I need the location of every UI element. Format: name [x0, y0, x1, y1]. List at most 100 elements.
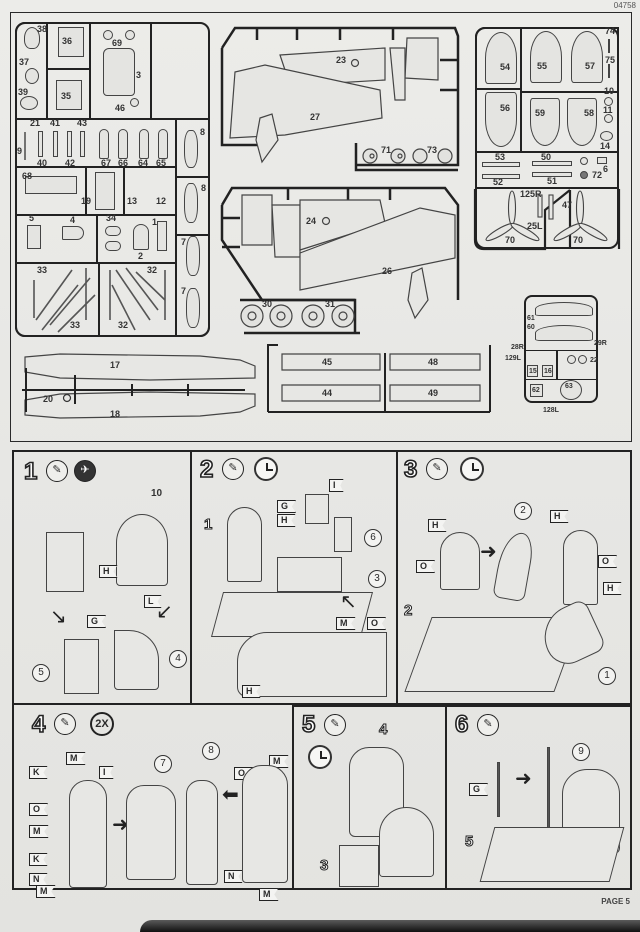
part-58 [567, 98, 597, 146]
part-label-24: 24 [306, 216, 317, 226]
sprue-c-cell-5 [475, 151, 619, 189]
part-62 [530, 384, 543, 397]
color-flag-k: K [29, 853, 48, 866]
part-label-48: 48 [428, 357, 439, 367]
step-5-number: 5 [301, 711, 316, 738]
step-2-number: 2 [199, 456, 214, 483]
part-55 [530, 31, 562, 83]
step-6-number: 6 [454, 711, 469, 738]
part-7b [186, 288, 200, 328]
color-flag-m: M [29, 825, 49, 838]
part-label-44: 44 [322, 388, 333, 398]
part-label-1: 1 [203, 516, 213, 534]
part-label-7b: 7 [181, 286, 187, 296]
part-label-65: 65 [156, 158, 167, 168]
color-flag-h: H [99, 565, 118, 578]
part-43 [67, 131, 72, 157]
arrow-right: ➜ [480, 541, 497, 563]
part-51 [532, 172, 572, 177]
glue-icon: ✎ [54, 713, 76, 735]
pilot-figure-seated-sketch [126, 785, 176, 880]
pilot-panel-1-sketch [227, 507, 262, 582]
seat-back-left-sketch [440, 532, 480, 590]
color-flag-h: H [277, 514, 296, 527]
callout-5: 5 [32, 664, 50, 682]
part-label-7a: 7 [181, 237, 187, 247]
part-label-20: 20 [43, 394, 54, 404]
glue-icon: ✎ [222, 458, 244, 480]
part-label-33a: 33 [37, 265, 48, 275]
part-14 [600, 131, 613, 141]
part-label-35: 35 [61, 91, 72, 101]
radio-panel-sketch [305, 494, 329, 524]
part-label-21: 21 [30, 118, 41, 128]
cockpit-tub-sketch [339, 845, 379, 887]
part-label-129l: 129L [505, 355, 521, 362]
part-label-5: 5 [29, 213, 35, 223]
clear-parts-sprue [524, 295, 598, 403]
arrow-right: ➜ [112, 814, 129, 836]
glue-icon: ✎ [477, 714, 499, 736]
part-label-66: 66 [118, 158, 129, 168]
color-flag-m: M [66, 752, 86, 765]
part-34a [105, 226, 121, 236]
seat-cushion-sketch [186, 780, 218, 885]
arrow-right: ➜ [515, 768, 532, 790]
part-label-25l: 25L [527, 221, 543, 231]
part-35 [56, 80, 82, 110]
part-57 [571, 31, 603, 83]
part-label-22: 22 [590, 357, 598, 364]
part-19 [95, 172, 115, 210]
color-flag-g: G [87, 615, 107, 628]
color-flag-o: O [367, 617, 387, 630]
part-label-51: 51 [547, 176, 558, 186]
part-label-74: 74 [605, 26, 616, 36]
color-flag-i: I [329, 479, 344, 492]
part-label-72: 72 [592, 170, 603, 180]
part-label-27: 27 [310, 112, 321, 122]
clock-icon [308, 745, 332, 769]
arrow-down-left: ↘ [50, 606, 67, 628]
step-6-panel: 6 ✎ 9 G ➜ 5 [445, 705, 632, 890]
clear-cell-2 [556, 350, 598, 380]
part-label-32b: 32 [118, 320, 129, 330]
color-flag-k: K [29, 766, 48, 779]
gunner-seat-6-sketch [334, 517, 352, 552]
color-flag-h: H [428, 519, 447, 532]
seat-assembly-sketch [379, 807, 434, 877]
part-38 [24, 27, 40, 49]
part-label-64: 64 [138, 158, 149, 168]
step-3-number: 3 [403, 456, 418, 483]
part-label-15: 15 [529, 368, 537, 375]
clear-cell-1 [524, 350, 558, 380]
color-flag-g: G [277, 500, 297, 513]
part-label-31: 31 [325, 299, 336, 309]
part-label-10: 10 [151, 488, 163, 499]
part-65 [158, 129, 168, 159]
part-6 [597, 157, 607, 164]
part-41 [38, 131, 43, 157]
part-label-32a: 32 [147, 265, 158, 275]
part-label-39: 39 [18, 87, 29, 97]
color-flag-o: O [29, 803, 49, 816]
part-label-42: 42 [65, 158, 76, 168]
part-label-47: 47 [562, 200, 573, 210]
part-34b [105, 241, 121, 251]
part-36 [58, 27, 84, 57]
arrow-up-left: ↖ [340, 591, 357, 613]
part-label-9: 9 [17, 146, 23, 156]
part-label-62: 62 [532, 387, 540, 394]
cockpit-tub-final-sketch [479, 827, 625, 882]
parts-map-frame [10, 12, 632, 442]
pilot-seat-5-sketch [64, 639, 99, 694]
part-1 [157, 221, 167, 251]
part-label-54: 54 [500, 62, 511, 72]
color-flag-m: M [336, 617, 356, 630]
step-4-panel: 4 ✎ 2X M K I O M K N M ➜ 7 8 O M ⬅ N M [12, 703, 294, 901]
part-11a [604, 97, 613, 106]
callout-2: 2 [514, 502, 532, 520]
part-label-128l: 128L [543, 407, 559, 414]
part-67 [99, 129, 109, 159]
part-label-33b: 33 [70, 320, 81, 330]
part-16 [542, 365, 553, 377]
